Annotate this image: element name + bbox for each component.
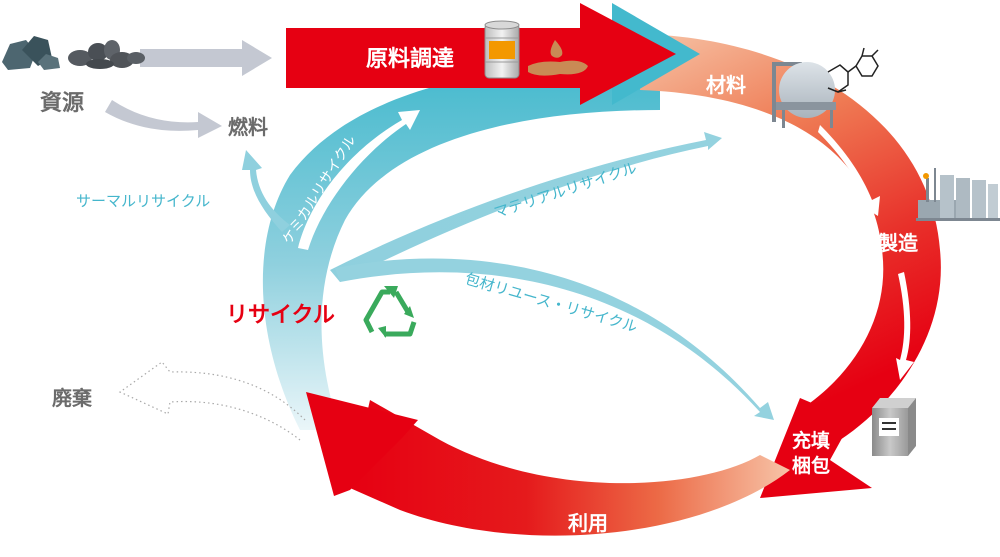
manufacturing-label: 製造 (878, 231, 919, 255)
chemical-recycle-arrow (298, 110, 420, 250)
filling-label: 充填 (792, 429, 830, 452)
packing-label: 梱包 (792, 454, 830, 477)
square-can-icon (872, 398, 916, 456)
material-recycle-label: マテリアルリサイクル (492, 159, 639, 222)
rocks-icon (2, 36, 145, 70)
recycle-icon (363, 286, 417, 338)
thermal-recycle-arrow (242, 150, 290, 232)
filling-arrowhead (760, 398, 872, 498)
packaging-recycle-branch (335, 258, 774, 420)
production-arc (640, 34, 941, 498)
recycle-return-arc (262, 60, 660, 430)
spherical-tank-icon (772, 62, 836, 128)
resources-label: 資源 (40, 90, 84, 116)
disposal-arrow (118, 361, 306, 441)
resource-to-fuel-arrow (105, 100, 222, 138)
oil-drop-icon (528, 40, 588, 76)
use-arrowhead (306, 392, 418, 496)
thermal-recycle-label: サーマルリサイクル (76, 192, 210, 210)
molecule-icon (827, 47, 879, 93)
procurement-label: 原料調達 (366, 46, 454, 72)
use-label: 利用 (568, 511, 608, 535)
use-arc (306, 392, 790, 536)
recycle-label: リサイクル (226, 303, 335, 328)
materials-label: 材料 (706, 73, 746, 97)
materials-to-manufacturing-arrow (818, 125, 880, 216)
disposal-label: 廃棄 (52, 386, 93, 410)
manufacturing-to-filling-arrow (896, 272, 914, 380)
factory-icon (916, 168, 1000, 221)
fuel-label: 燃料 (228, 115, 268, 139)
resource-to-procurement-arrow (140, 40, 272, 76)
oil-drum-icon (484, 20, 520, 79)
procurement-arrow (286, 3, 700, 105)
